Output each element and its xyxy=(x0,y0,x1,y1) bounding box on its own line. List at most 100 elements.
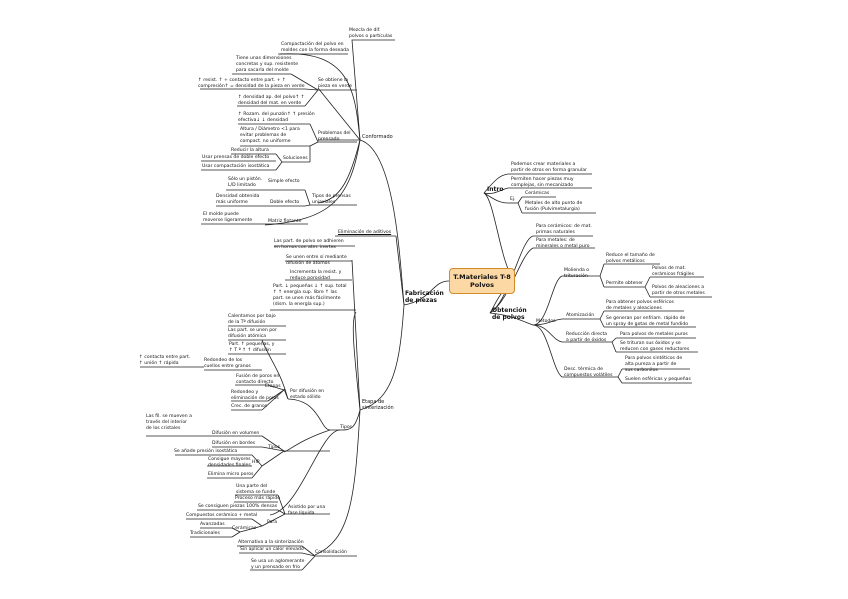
node-alternativa[interactable]: Alternativa a la sinterización xyxy=(238,540,304,545)
node-crec[interactable]: Crec. de granos xyxy=(231,404,268,409)
root-node[interactable]: T.Materiales T-8 Polvos xyxy=(449,268,515,294)
node-atomizacion[interactable]: Atomización xyxy=(566,313,595,318)
node-isostatica[interactable]: Usar compactación isostática xyxy=(202,164,270,169)
branch-fabricacion-line2: de piezas xyxy=(405,297,437,304)
text: Fusión de poros en xyxy=(236,374,280,379)
node-solo[interactable]: Sólo un pistón.L/D limitado xyxy=(228,177,262,189)
node-consolidacion[interactable]: Consolidación xyxy=(315,550,347,555)
node-reducir[interactable]: Reducir la altura xyxy=(231,148,269,153)
text: Polvos de mat. xyxy=(652,266,686,271)
branch-fabricacion[interactable]: Fabricación de piezas xyxy=(405,290,444,304)
node-prensas[interactable]: Usar prensas de doble efecto xyxy=(202,155,270,160)
node-consiguen[interactable]: Se consiguen piezas 100% densas xyxy=(198,504,278,509)
node-conformado[interactable]: Conformado xyxy=(362,134,393,140)
node-densidad[interactable]: ↑ densidad ap. del polvo↑ ↑densidad del … xyxy=(238,95,305,107)
node-aplica-presion[interactable]: Se añade presión isostática xyxy=(174,449,238,454)
node-ej[interactable]: Ej. xyxy=(510,197,516,202)
text: Redondeo y xyxy=(231,390,259,395)
node-proceso[interactable]: Proceso más rápido xyxy=(235,496,281,501)
node-permite[interactable]: Permite obtener xyxy=(606,281,644,286)
node-simple[interactable]: Simple efecto xyxy=(268,179,300,184)
node-bordes[interactable]: Difusión en bordes xyxy=(212,441,256,446)
node-compuestos[interactable]: Compuestos cerámico + metal xyxy=(186,513,258,518)
node-mezcla[interactable]: Mezcla de dif.polvos o partículas xyxy=(349,28,392,40)
text: alta pureza a partir de xyxy=(625,362,677,367)
text: densidad del mat. en verde xyxy=(238,101,302,106)
node-soluciones[interactable]: Soluciones xyxy=(283,156,308,161)
node-avanzadas[interactable]: Avanzadas xyxy=(200,522,225,527)
node-elimina[interactable]: Elimina micro poros xyxy=(208,472,254,477)
node-ceramicas-right[interactable]: Cerámicas xyxy=(525,191,550,196)
node-doble[interactable]: Doble efecto xyxy=(270,200,300,205)
node-volumen[interactable]: Difusión en volumen xyxy=(212,431,260,436)
branch-obtencion[interactable]: Obtención de polvos xyxy=(492,307,527,321)
node-metodos[interactable]: Métodos xyxy=(536,319,556,324)
node-ceramicas-left[interactable]: Cerámicas xyxy=(232,526,257,531)
node-esfericas[interactable]: Suelen esféricas y pequeñas xyxy=(625,377,691,382)
text: en hornos con atm. inertes xyxy=(274,245,336,250)
text: moverse ligeramente xyxy=(203,218,253,223)
node-resist[interactable]: ↑ resist. ↑ + contacto entre part. + ↑co… xyxy=(198,78,305,90)
node-tradicionales[interactable]: Tradicionales xyxy=(190,531,220,536)
text: un spray de gotas de metal fundido xyxy=(606,322,689,327)
node-ceramicos[interactable]: Para cerámicos: de mat.primas naturales xyxy=(536,224,592,236)
node-pequenas[interactable]: Part. ↑ pequeñas, y↑ T ª ↑ ↑ difusión xyxy=(229,342,274,354)
branch-intro[interactable]: Intro xyxy=(487,186,504,193)
node-polvo-mec[interactable]: Polvos de mat.cerámicos frágiles xyxy=(652,266,694,278)
text: Para polvos sintéticos de xyxy=(625,356,683,361)
node-hip[interactable]: HIP xyxy=(252,460,260,465)
text: Calentamos por bajo xyxy=(228,314,276,319)
node-etapas[interactable]: Etapas xyxy=(265,384,281,389)
text: Para obtener polvos esféricos xyxy=(606,300,674,305)
node-energia[interactable]: Part. ↓ pequeñas ↓ ↑ sup. total↑ ↑ energ… xyxy=(273,284,347,308)
text: Por difusión en xyxy=(290,389,325,394)
node-eliminacion[interactable]: Eliminación de aditivos xyxy=(338,230,392,235)
text: ↑ densidad ap. del polvo↑ ↑ xyxy=(238,95,305,100)
node-contacto[interactable]: ↑ contacto entre part.↑ unión ↑ rápida xyxy=(139,355,190,367)
node-tipos[interactable]: Tipos xyxy=(340,425,353,430)
node-para[interactable]: Para xyxy=(267,520,278,525)
node-matriz[interactable]: Matriz flotante xyxy=(268,219,302,224)
node-polvos-puros[interactable]: Para polvos de metales puros xyxy=(620,332,688,337)
node-aplicar[interactable]: Sin aplicar un calor elevado xyxy=(240,547,304,552)
node-tipos-difusion[interactable]: Tipos xyxy=(268,445,281,450)
text: Se unen entre sí mediante xyxy=(286,255,347,260)
